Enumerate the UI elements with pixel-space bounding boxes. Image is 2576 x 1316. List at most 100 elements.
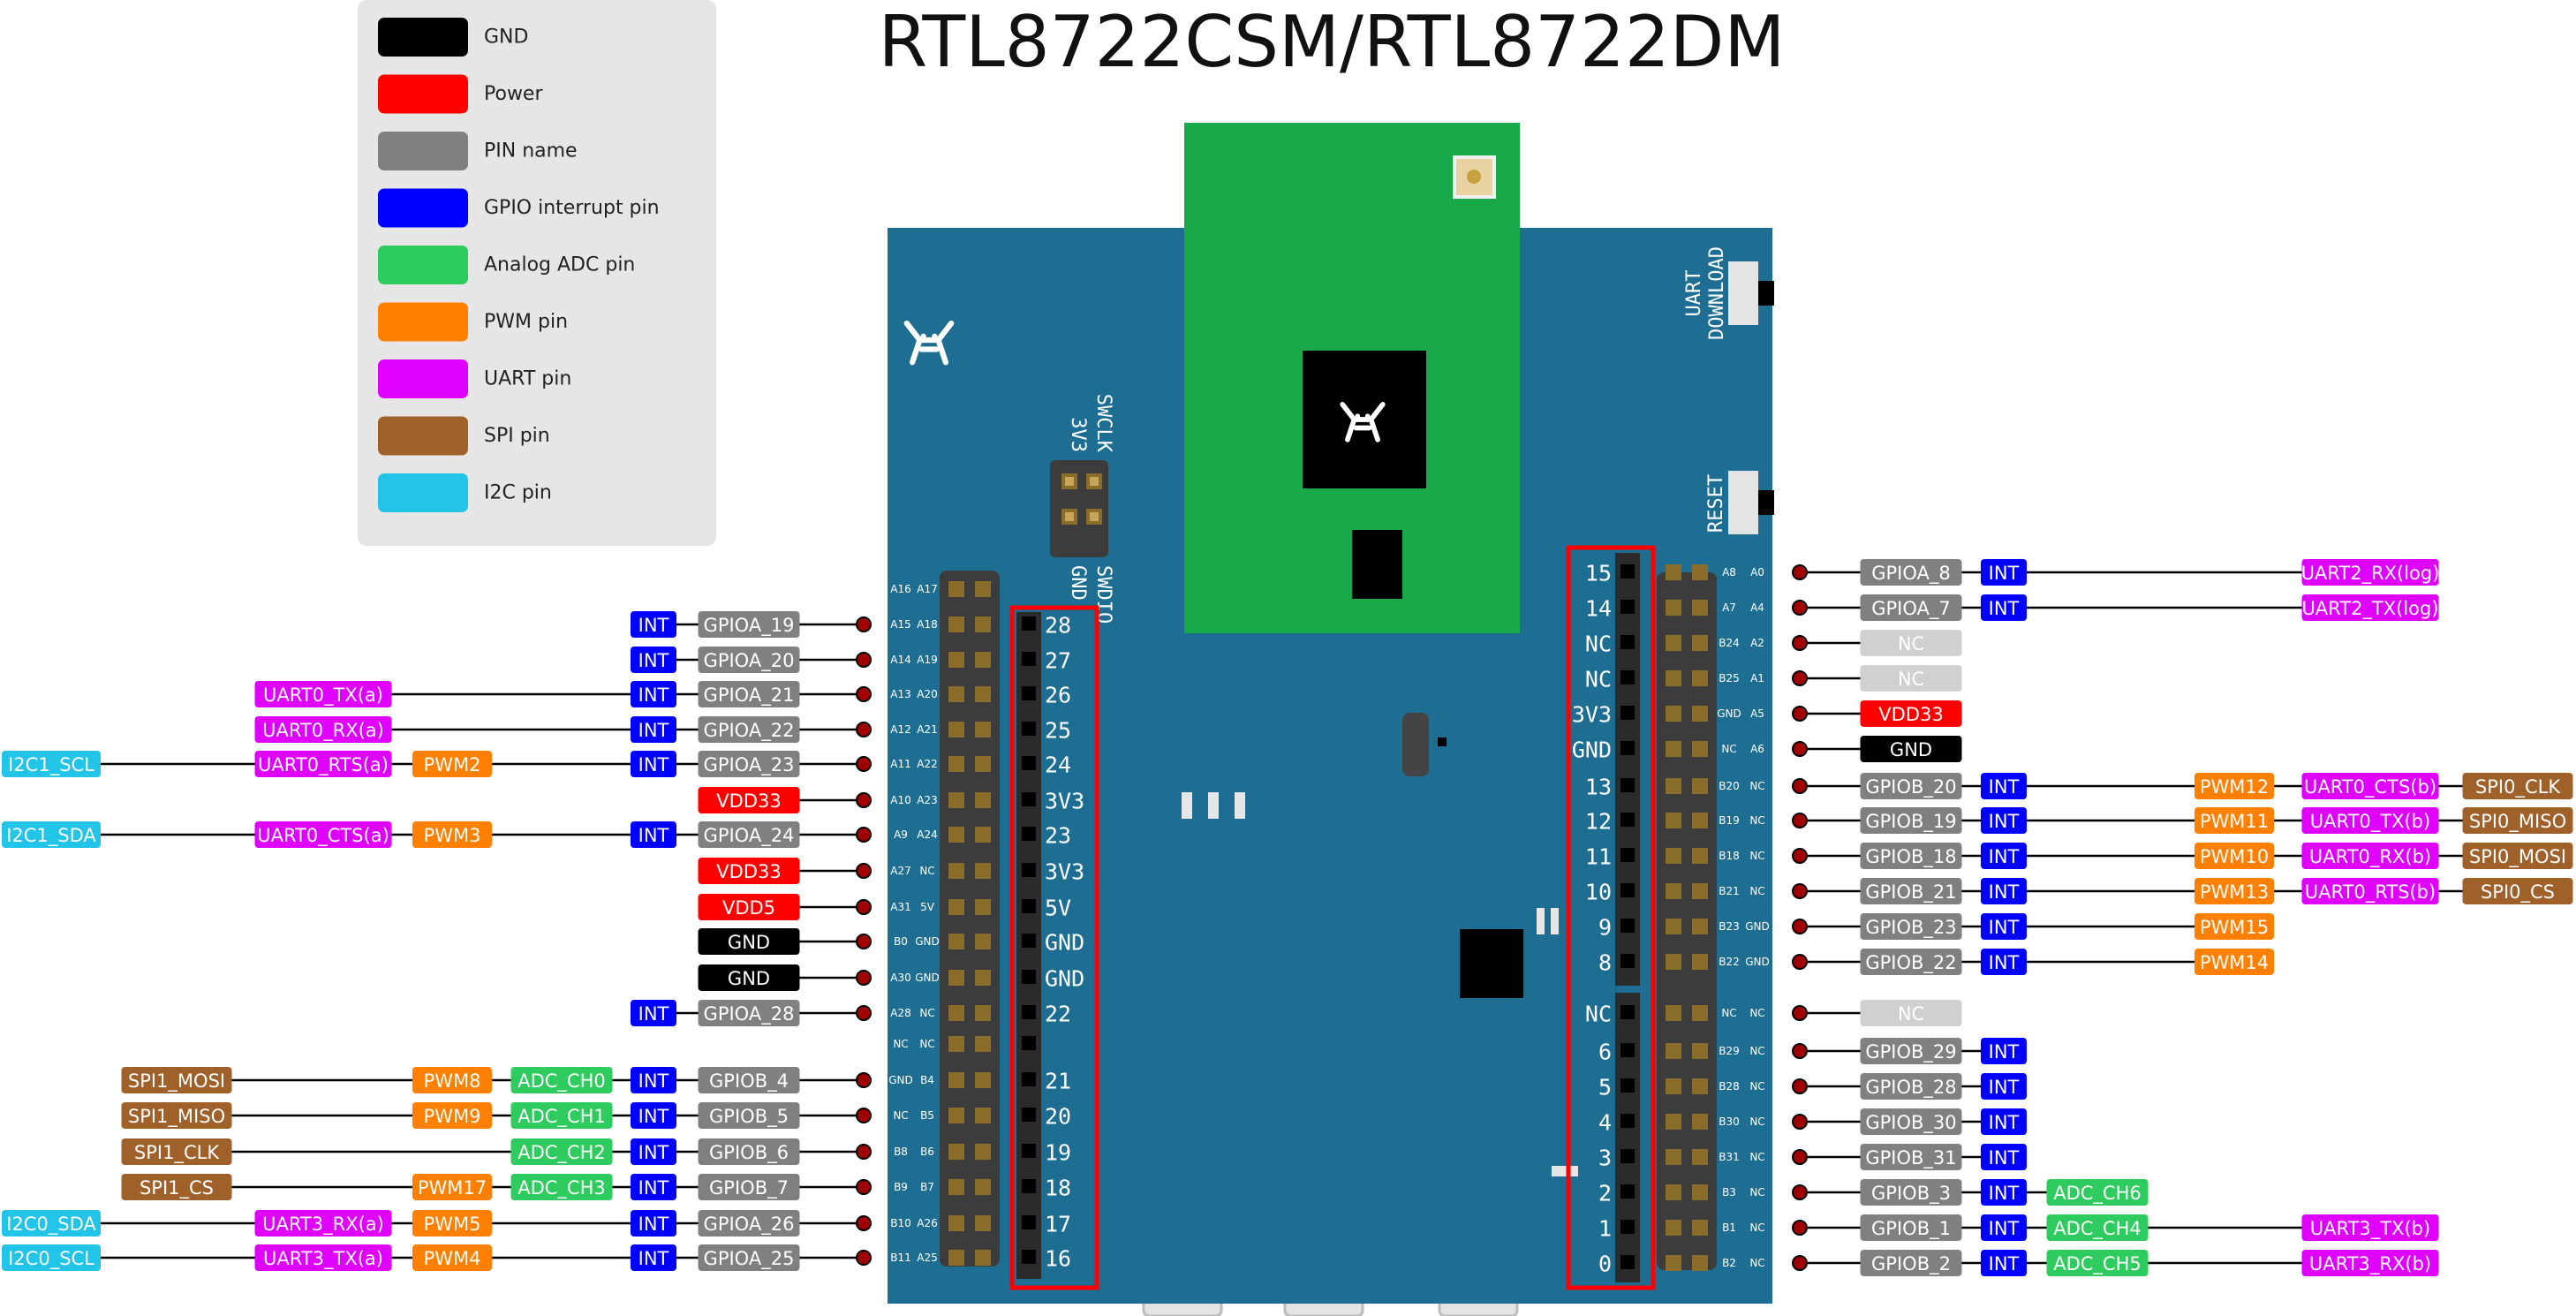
header-pin <box>1666 635 1681 651</box>
pin-label-pwm: PWM4 <box>424 1248 481 1269</box>
pin-label-int: INT <box>638 1070 669 1092</box>
arduino-pin-number: 24 <box>1045 753 1071 778</box>
arduino-pin <box>1620 1184 1635 1199</box>
uart-download-label-line: UART <box>1683 270 1705 317</box>
arduino-pin-number: 19 <box>1045 1140 1071 1166</box>
header-pin <box>1692 1005 1708 1021</box>
silk-label: NC <box>1749 1186 1764 1199</box>
pin-label-pin-bg <box>1860 773 1962 799</box>
header-pin <box>1692 1078 1708 1094</box>
arduino-pin-number: 16 <box>1045 1246 1071 1272</box>
arduino-pin <box>1620 741 1635 755</box>
pin-label-int: INT <box>1989 952 2020 973</box>
pin-label-pin-bg <box>698 1174 800 1200</box>
connector-dot <box>1792 706 1808 722</box>
arduino-pin <box>1620 813 1635 827</box>
pin-label-pin: GPIOB_6 <box>709 1142 789 1164</box>
arduino-pin-number: 17 <box>1045 1212 1071 1237</box>
pin-label-uart: UART3_RX(b) <box>2309 1253 2431 1275</box>
swd-bottom-label: GND <box>1067 565 1089 601</box>
arduino-pin <box>1022 1005 1036 1019</box>
silk-label: GND <box>1717 707 1741 720</box>
reset-button <box>1728 471 1758 534</box>
arduino-pin <box>1022 722 1036 736</box>
arduino-pin <box>1022 652 1036 666</box>
pin-label-pwm: PWM5 <box>424 1214 481 1235</box>
pin-label-pin-bg <box>698 1138 800 1165</box>
pin-label-pin: GPIOB_21 <box>1865 881 1956 904</box>
pin-label-pwm-bg <box>2195 949 2274 975</box>
logo-dot <box>932 333 938 339</box>
pin-label-uart-bg <box>2301 1214 2439 1241</box>
pin-label-gnd: GND <box>728 968 770 989</box>
arduino-pin <box>1022 934 1036 948</box>
silk-label: A25 <box>917 1252 937 1264</box>
silk-label: NC <box>1749 850 1764 862</box>
pin-label-pin-bg <box>698 716 800 743</box>
silk-label: NC <box>1749 780 1764 792</box>
silk-label: B21 <box>1719 885 1740 897</box>
pin-label-int-bg <box>1981 1108 2027 1135</box>
arduino-pin <box>1620 919 1635 933</box>
pin-label-int-bg <box>631 611 676 638</box>
pin-label-pwm: PWM9 <box>424 1106 481 1127</box>
connector-dot <box>856 792 872 808</box>
silk-label: B10 <box>890 1217 911 1229</box>
silk-label: A11 <box>890 758 910 770</box>
arduino-pin <box>1022 1179 1036 1193</box>
pin-label-pin-bg <box>1860 1179 1962 1206</box>
pin-label-int-bg <box>631 1000 676 1026</box>
silk-label: A4 <box>1750 601 1764 614</box>
uart-download-label-line: DOWNLOAD <box>1706 246 1728 340</box>
silk-label: NC <box>1749 1221 1764 1234</box>
header-pin <box>948 792 964 808</box>
pin-label-pwr: VDD33 <box>716 790 781 812</box>
arduino-pin <box>1620 1043 1635 1057</box>
pin-label-int-bg <box>631 751 676 777</box>
header-pin <box>1692 778 1708 794</box>
pin-label-pin: GPIOA_20 <box>704 650 795 672</box>
header-pin <box>1666 564 1681 580</box>
connector-dot <box>856 686 872 702</box>
swd-pin-inner <box>1065 512 1074 521</box>
pin-label-int-bg <box>631 1067 676 1093</box>
pin-label-uart-bg <box>2301 807 2439 834</box>
pin-label-int-bg <box>1981 1144 2027 1170</box>
connector-dot <box>1792 1184 1808 1200</box>
pin-label-pin: GPIOB_22 <box>1865 952 1956 974</box>
pin-label-pin: GPIOB_1 <box>1871 1218 1951 1240</box>
arduino-pin <box>1620 1149 1635 1163</box>
arduino-pin-number: 3V3 <box>1572 702 1612 728</box>
pin-label-pwm: PWM2 <box>424 754 481 775</box>
pin-label-int: INT <box>1989 811 2020 832</box>
right-arduino-header-2 <box>1615 993 1640 1282</box>
silk-label: A6 <box>1750 743 1764 755</box>
pin-label-adc: ADC_CH6 <box>2053 1183 2142 1205</box>
arduino-pin <box>1620 883 1635 897</box>
silk-label: NC <box>1749 1080 1764 1093</box>
silk-label: GND <box>1745 920 1770 933</box>
header-pin <box>1692 564 1708 580</box>
silk-label: B0 <box>894 935 908 948</box>
pin-label-int-bg <box>1981 1073 2027 1100</box>
pin-label-pwm: PWM10 <box>2200 846 2269 867</box>
pin-label-int-bg <box>1981 843 2027 869</box>
pin-label-pwm-bg <box>412 1174 492 1200</box>
silk-label: A31 <box>890 901 910 913</box>
connector-dot <box>856 899 872 915</box>
connector-dot <box>856 1144 872 1160</box>
right-arduino-header <box>1615 553 1640 986</box>
pin-label-uart-bg <box>254 681 392 707</box>
pin-label-pin-bg <box>1860 913 1962 940</box>
pin-label-adc: ADC_CH5 <box>2053 1253 2142 1275</box>
silk-label: A19 <box>917 654 937 666</box>
pin-label-i2c: I2C1_SCL <box>8 754 94 776</box>
left-outer-header <box>940 571 1000 1267</box>
arduino-pin <box>1620 1114 1635 1128</box>
connector-dot <box>856 616 872 632</box>
pin-label-pin-bg <box>1860 1214 1962 1241</box>
pin-label-pwm-bg <box>2195 807 2274 834</box>
pin-label-i2c: I2C0_SCL <box>8 1248 94 1270</box>
silk-label: A13 <box>890 688 910 700</box>
